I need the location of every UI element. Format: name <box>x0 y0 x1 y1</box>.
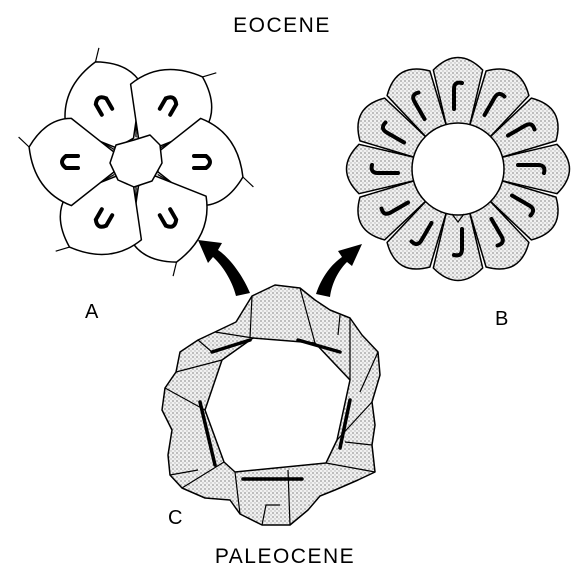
specimen-a-tip-line <box>96 48 99 62</box>
specimen-b-center <box>412 123 504 215</box>
specimen-a-tip-line <box>19 137 30 147</box>
arrow-to-b <box>316 244 362 297</box>
specimen-a-tip-line <box>173 262 176 276</box>
specimen-b <box>347 58 570 281</box>
label-b: B <box>495 308 508 330</box>
specimen-a-tip-line <box>243 177 254 187</box>
label-a: A <box>85 301 99 323</box>
arrow-to-a <box>198 240 250 296</box>
specimen-c <box>162 285 380 525</box>
paleocene-label: PALEOCENE <box>215 545 355 568</box>
specimen-a <box>19 48 254 276</box>
specimen-a-tip-line <box>203 73 217 77</box>
specimen-a-tip-line <box>56 247 70 251</box>
eocene-label: EOCENE <box>233 14 331 37</box>
label-c: C <box>168 507 182 529</box>
